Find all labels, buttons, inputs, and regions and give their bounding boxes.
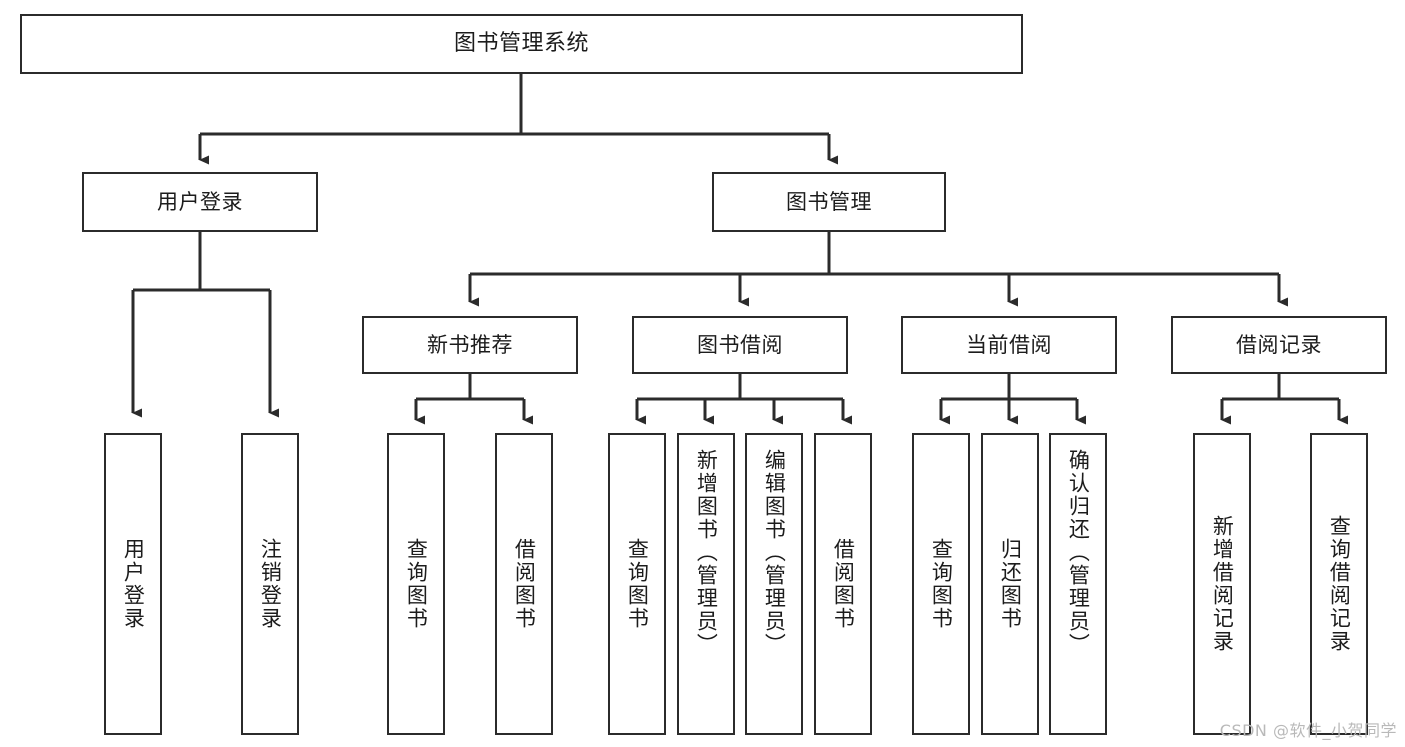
leaf-borrow-record-query[interactable]: 查询借阅记录 (1310, 433, 1368, 735)
leaf-book-borrow-borrow[interactable]: 借阅图书 (814, 433, 872, 735)
node-label: 查询图书 (929, 538, 954, 630)
node-label: 新增图书（管理员） (694, 449, 719, 656)
node-label: 新增借阅记录 (1210, 515, 1235, 653)
node-label: 当前借阅 (966, 332, 1052, 357)
node-root-system[interactable]: 图书管理系统 (20, 14, 1023, 74)
node-label: 查询图书 (625, 538, 650, 630)
node-label: 图书借阅 (697, 332, 783, 357)
leaf-current-borrow-return[interactable]: 归还图书 (981, 433, 1039, 735)
leaf-new-book-query[interactable]: 查询图书 (387, 433, 445, 735)
leaf-user-login-logout[interactable]: 注销登录 (241, 433, 299, 735)
node-label: 图书管理 (786, 189, 872, 214)
node-borrow-record[interactable]: 借阅记录 (1171, 316, 1387, 374)
node-label: 借阅记录 (1236, 332, 1322, 357)
leaf-current-borrow-confirm-return[interactable]: 确认归还（管理员） (1049, 433, 1107, 735)
node-label: 注销登录 (258, 538, 283, 630)
leaf-borrow-record-add[interactable]: 新增借阅记录 (1193, 433, 1251, 735)
csdn-watermark: CSDN @软件_小贺同学 (1219, 721, 1397, 740)
leaf-user-login-login[interactable]: 用户登录 (104, 433, 162, 735)
leaf-book-borrow-query[interactable]: 查询图书 (608, 433, 666, 735)
node-book-management[interactable]: 图书管理 (712, 172, 946, 232)
node-label: 查询图书 (404, 538, 429, 630)
node-new-book-recommend[interactable]: 新书推荐 (362, 316, 578, 374)
node-current-borrow[interactable]: 当前借阅 (901, 316, 1117, 374)
node-label: 查询借阅记录 (1327, 515, 1352, 653)
node-label: 确认归还（管理员） (1066, 449, 1091, 656)
node-label: 用户登录 (157, 189, 243, 214)
leaf-book-borrow-edit[interactable]: 编辑图书（管理员） (745, 433, 803, 735)
node-label: 编辑图书（管理员） (762, 449, 787, 656)
node-user-login[interactable]: 用户登录 (82, 172, 318, 232)
node-label: 新书推荐 (427, 332, 513, 357)
leaf-new-book-borrow[interactable]: 借阅图书 (495, 433, 553, 735)
node-book-borrow[interactable]: 图书借阅 (632, 316, 848, 374)
node-label: 图书管理系统 (453, 31, 589, 57)
leaf-book-borrow-add[interactable]: 新增图书（管理员） (677, 433, 735, 735)
leaf-current-borrow-query[interactable]: 查询图书 (912, 433, 970, 735)
node-label: 借阅图书 (831, 538, 856, 630)
node-label: 借阅图书 (512, 538, 537, 630)
node-label: 归还图书 (998, 538, 1023, 630)
node-label: 用户登录 (121, 538, 146, 630)
